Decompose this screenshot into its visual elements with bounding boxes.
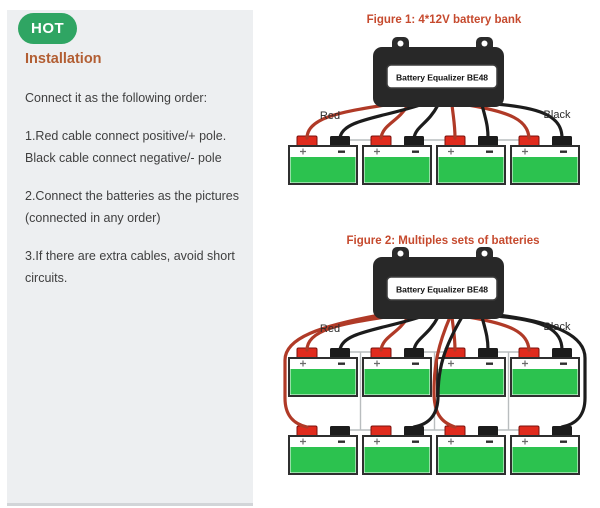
black-wire-label: Black bbox=[544, 321, 571, 333]
intro-text: Connect it as the following order: bbox=[25, 91, 208, 105]
step-2: 2.Connect the batteries as the pictures … bbox=[25, 185, 239, 229]
red-wire bbox=[450, 315, 457, 352]
step-2-line-2: (connected in any order) bbox=[25, 211, 161, 225]
battery bbox=[362, 425, 432, 475]
figure2-title: Figure 2: Multiples sets of batteries bbox=[347, 235, 540, 247]
red-wire bbox=[466, 103, 531, 140]
step-3-line-1: 3.If there are extra cables, avoid short bbox=[25, 249, 235, 263]
battery bbox=[288, 135, 358, 185]
battery bbox=[436, 135, 506, 185]
figure1-title: Figure 1: 4*12V battery bank bbox=[367, 14, 522, 26]
battery bbox=[510, 425, 580, 475]
black-wire bbox=[480, 315, 490, 352]
step-1-line-1: 1.Red cable connect positive/+ pole. bbox=[25, 129, 227, 143]
device-label-plate bbox=[386, 276, 498, 301]
black-loop-wire bbox=[496, 313, 587, 429]
step-1-line-2: Black cable connect negative/- pole bbox=[25, 151, 222, 165]
black-wires bbox=[338, 313, 587, 429]
red-wire bbox=[450, 103, 457, 140]
red-wire bbox=[466, 315, 531, 352]
battery bbox=[362, 135, 432, 185]
black-wires bbox=[338, 102, 564, 140]
black-wire-label: Black bbox=[544, 109, 571, 121]
device-label: Battery Equalizer BE48 bbox=[396, 73, 488, 83]
battery bbox=[510, 135, 580, 185]
device-label-plate bbox=[386, 64, 498, 89]
red-wire bbox=[305, 315, 387, 352]
step-3-line-2: circuits. bbox=[25, 271, 68, 285]
black-wire bbox=[412, 103, 440, 140]
battery bbox=[288, 425, 358, 475]
black-wire bbox=[338, 315, 422, 352]
black-wire bbox=[493, 102, 564, 140]
figure2-diagram: Figure 2: Multiples sets of batteries bbox=[283, 235, 587, 475]
red-wire bbox=[305, 103, 387, 140]
step-3: 3.If there are extra cables, avoid short… bbox=[25, 245, 239, 289]
installation-heading: Installation bbox=[25, 51, 102, 67]
red-wire-label: Red bbox=[320, 110, 340, 122]
battery bbox=[362, 347, 432, 397]
figure1-diagram: Figure 1: 4*12V battery bank bbox=[288, 14, 580, 185]
installation-panel: HOT Installation Connect it as the follo… bbox=[7, 10, 253, 503]
black-wire bbox=[338, 103, 422, 140]
black-cross-wire bbox=[412, 315, 464, 429]
equalizer-device: Battery Equalizer BE48 bbox=[373, 37, 504, 107]
black-wire bbox=[480, 103, 490, 140]
red-wire-label: Red bbox=[320, 323, 340, 335]
red-loop-wire bbox=[283, 313, 382, 429]
black-wire bbox=[412, 315, 440, 352]
equalizer-device: Battery Equalizer BE48 bbox=[373, 247, 504, 319]
battery bbox=[510, 347, 580, 397]
device-label: Battery Equalizer BE48 bbox=[396, 285, 488, 295]
red-cross-wire bbox=[432, 315, 457, 429]
step-1: 1.Red cable connect positive/+ pole. Bla… bbox=[25, 125, 239, 169]
battery bbox=[436, 425, 506, 475]
step-2-line-1: 2.Connect the batteries as the pictures bbox=[25, 189, 240, 203]
hot-badge: HOT bbox=[18, 13, 78, 44]
battery bbox=[288, 347, 358, 397]
battery bbox=[436, 347, 506, 397]
